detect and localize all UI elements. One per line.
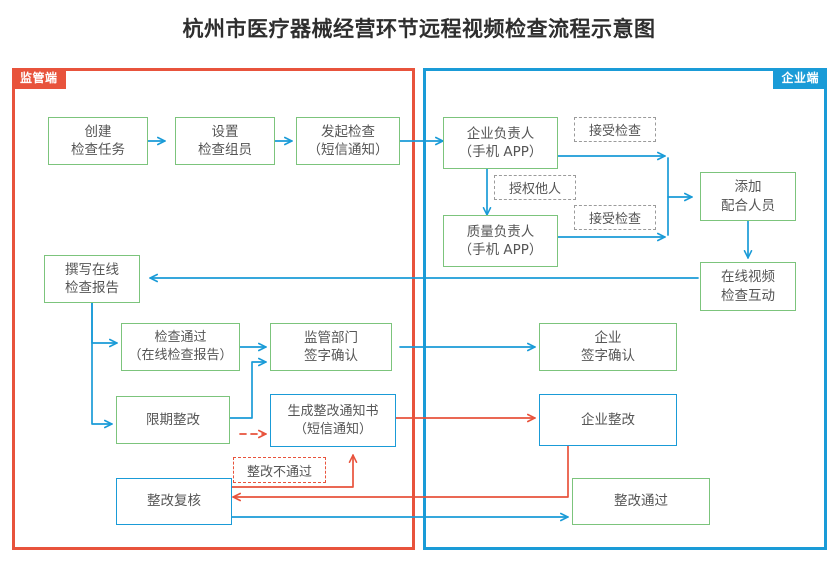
- page-title: 杭州市医疗器械经营环节远程视频检查流程示意图: [182, 17, 656, 41]
- panel-label-government: 监管端: [12, 68, 66, 89]
- tag-label: 整改不通过: [246, 464, 312, 480]
- node-line: （在线检查报告）: [128, 348, 233, 363]
- node-line: 发起检查: [321, 123, 375, 140]
- tag-label: 授权他人: [508, 182, 561, 197]
- node-enterprise-sign[interactable]: 企业 签字确认: [539, 323, 677, 371]
- tag-rectify-failed: 整改不通过: [233, 457, 326, 483]
- panel-label-enterprise: 企业端: [773, 68, 827, 89]
- node-gov-sign[interactable]: 监管部门 签字确认: [270, 323, 392, 371]
- node-line: 检查通过: [154, 330, 207, 346]
- node-line: 企业: [594, 329, 622, 346]
- node-line: （手机 APP）: [458, 242, 543, 258]
- node-quality-manager[interactable]: 质量负责人 （手机 APP）: [443, 215, 558, 267]
- node-launch-check[interactable]: 发起检查 （短信通知）: [296, 117, 400, 165]
- tag-accept-check-2: 接受检查: [574, 205, 656, 230]
- node-line: 撰写在线: [65, 261, 119, 278]
- node-check-passed[interactable]: 检查通过 （在线检查报告）: [121, 323, 240, 371]
- tag-label: 接受检查: [588, 212, 641, 227]
- node-line: 签字确认: [581, 348, 635, 364]
- node-line: 配合人员: [721, 197, 775, 214]
- node-line: 企业负责人: [466, 125, 535, 142]
- node-set-members[interactable]: 设置 检查组员: [175, 117, 275, 165]
- tag-authorize-other: 授权他人: [494, 175, 576, 200]
- node-line: 设置: [211, 123, 239, 140]
- node-line: 检查任务: [71, 142, 125, 158]
- node-line: （短信通知）: [307, 142, 389, 158]
- node-add-staff[interactable]: 添加 配合人员: [700, 172, 796, 221]
- node-line: 检查互动: [721, 287, 775, 304]
- node-line: 在线视频: [721, 269, 775, 286]
- node-line: 整改复核: [147, 493, 201, 510]
- node-line: 限期整改: [146, 411, 200, 428]
- node-line: 企业整改: [581, 411, 635, 428]
- node-line: 创建: [84, 123, 112, 140]
- node-line: 签字确认: [304, 348, 358, 364]
- tag-label: 接受检查: [588, 124, 641, 139]
- node-rectify-passed[interactable]: 整改通过: [572, 478, 710, 525]
- node-line: 添加: [734, 179, 762, 196]
- tag-accept-check-1: 接受检查: [574, 117, 656, 142]
- node-deadline-rectify[interactable]: 限期整改: [116, 396, 230, 444]
- node-line: 整改通过: [614, 493, 668, 510]
- node-line: 质量负责人: [466, 223, 535, 240]
- node-line: 监管部门: [304, 329, 358, 346]
- node-rectify-review[interactable]: 整改复核: [116, 478, 232, 525]
- node-line: （短信通知）: [293, 421, 372, 437]
- node-line: 检查组员: [198, 142, 252, 158]
- node-create-task[interactable]: 创建 检查任务: [48, 117, 148, 165]
- node-write-report[interactable]: 撰写在线 检查报告: [44, 255, 140, 303]
- node-line: 生成整改通知书: [287, 403, 379, 419]
- node-generate-notice[interactable]: 生成整改通知书 （短信通知）: [270, 394, 396, 447]
- node-video-interact[interactable]: 在线视频 检查互动: [700, 262, 796, 311]
- node-enterprise-rectify[interactable]: 企业整改: [539, 394, 677, 446]
- node-enterprise-manager[interactable]: 企业负责人 （手机 APP）: [443, 117, 558, 169]
- node-line: （手机 APP）: [458, 144, 543, 160]
- node-line: 检查报告: [65, 280, 119, 296]
